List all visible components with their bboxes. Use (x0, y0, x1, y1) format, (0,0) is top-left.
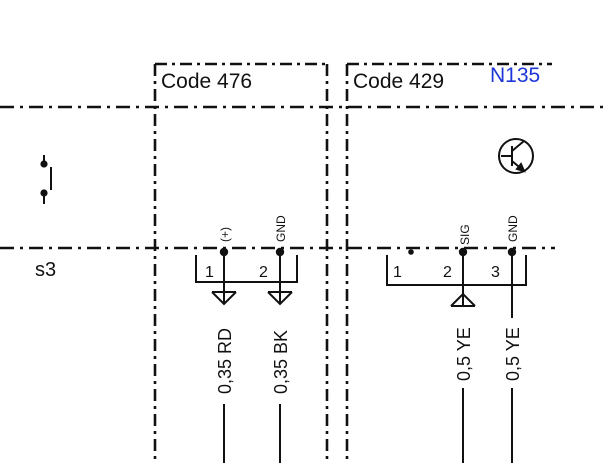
pin-429-1-dot (408, 249, 414, 255)
pin-476-2-signal: GND (274, 215, 288, 242)
pin-429-2-signal: SIG (458, 224, 472, 245)
switch-icon (40, 155, 52, 204)
pin-476-1-wire (211, 247, 237, 463)
wire-429-3-label: 0,5 YE (503, 327, 523, 381)
pin-429-3-signal: GND (506, 215, 520, 242)
pin-429-3-wire (507, 247, 517, 463)
wire-429-2-label: 0,5 YE (454, 327, 474, 381)
wire-476-2-label: 0,35 BK (271, 330, 291, 394)
pin-429-2-number: 2 (443, 264, 452, 281)
pin-476-2-wire (267, 247, 293, 463)
pin-476-2-number: 2 (259, 264, 268, 281)
pin-429-2-wire (450, 247, 476, 463)
wire-476-1-label: 0,35 RD (215, 328, 235, 394)
code-429-label: Code 429 (353, 70, 444, 93)
pin-476-1-signal: (+) (218, 227, 232, 242)
pin-429-1-number: 1 (393, 264, 402, 281)
pin-476-1-number: 1 (205, 264, 214, 281)
pin-429-3-number: 3 (491, 264, 500, 281)
left-label-s3: s3 (35, 259, 56, 281)
connector-429-body (386, 255, 527, 286)
transistor-icon (498, 138, 534, 174)
connector-476-body (195, 255, 298, 283)
code-429-frame (345, 62, 552, 463)
code-476-frame (153, 62, 329, 463)
component-id-label: N135 (490, 64, 540, 87)
code-476-label: Code 476 (161, 70, 252, 93)
